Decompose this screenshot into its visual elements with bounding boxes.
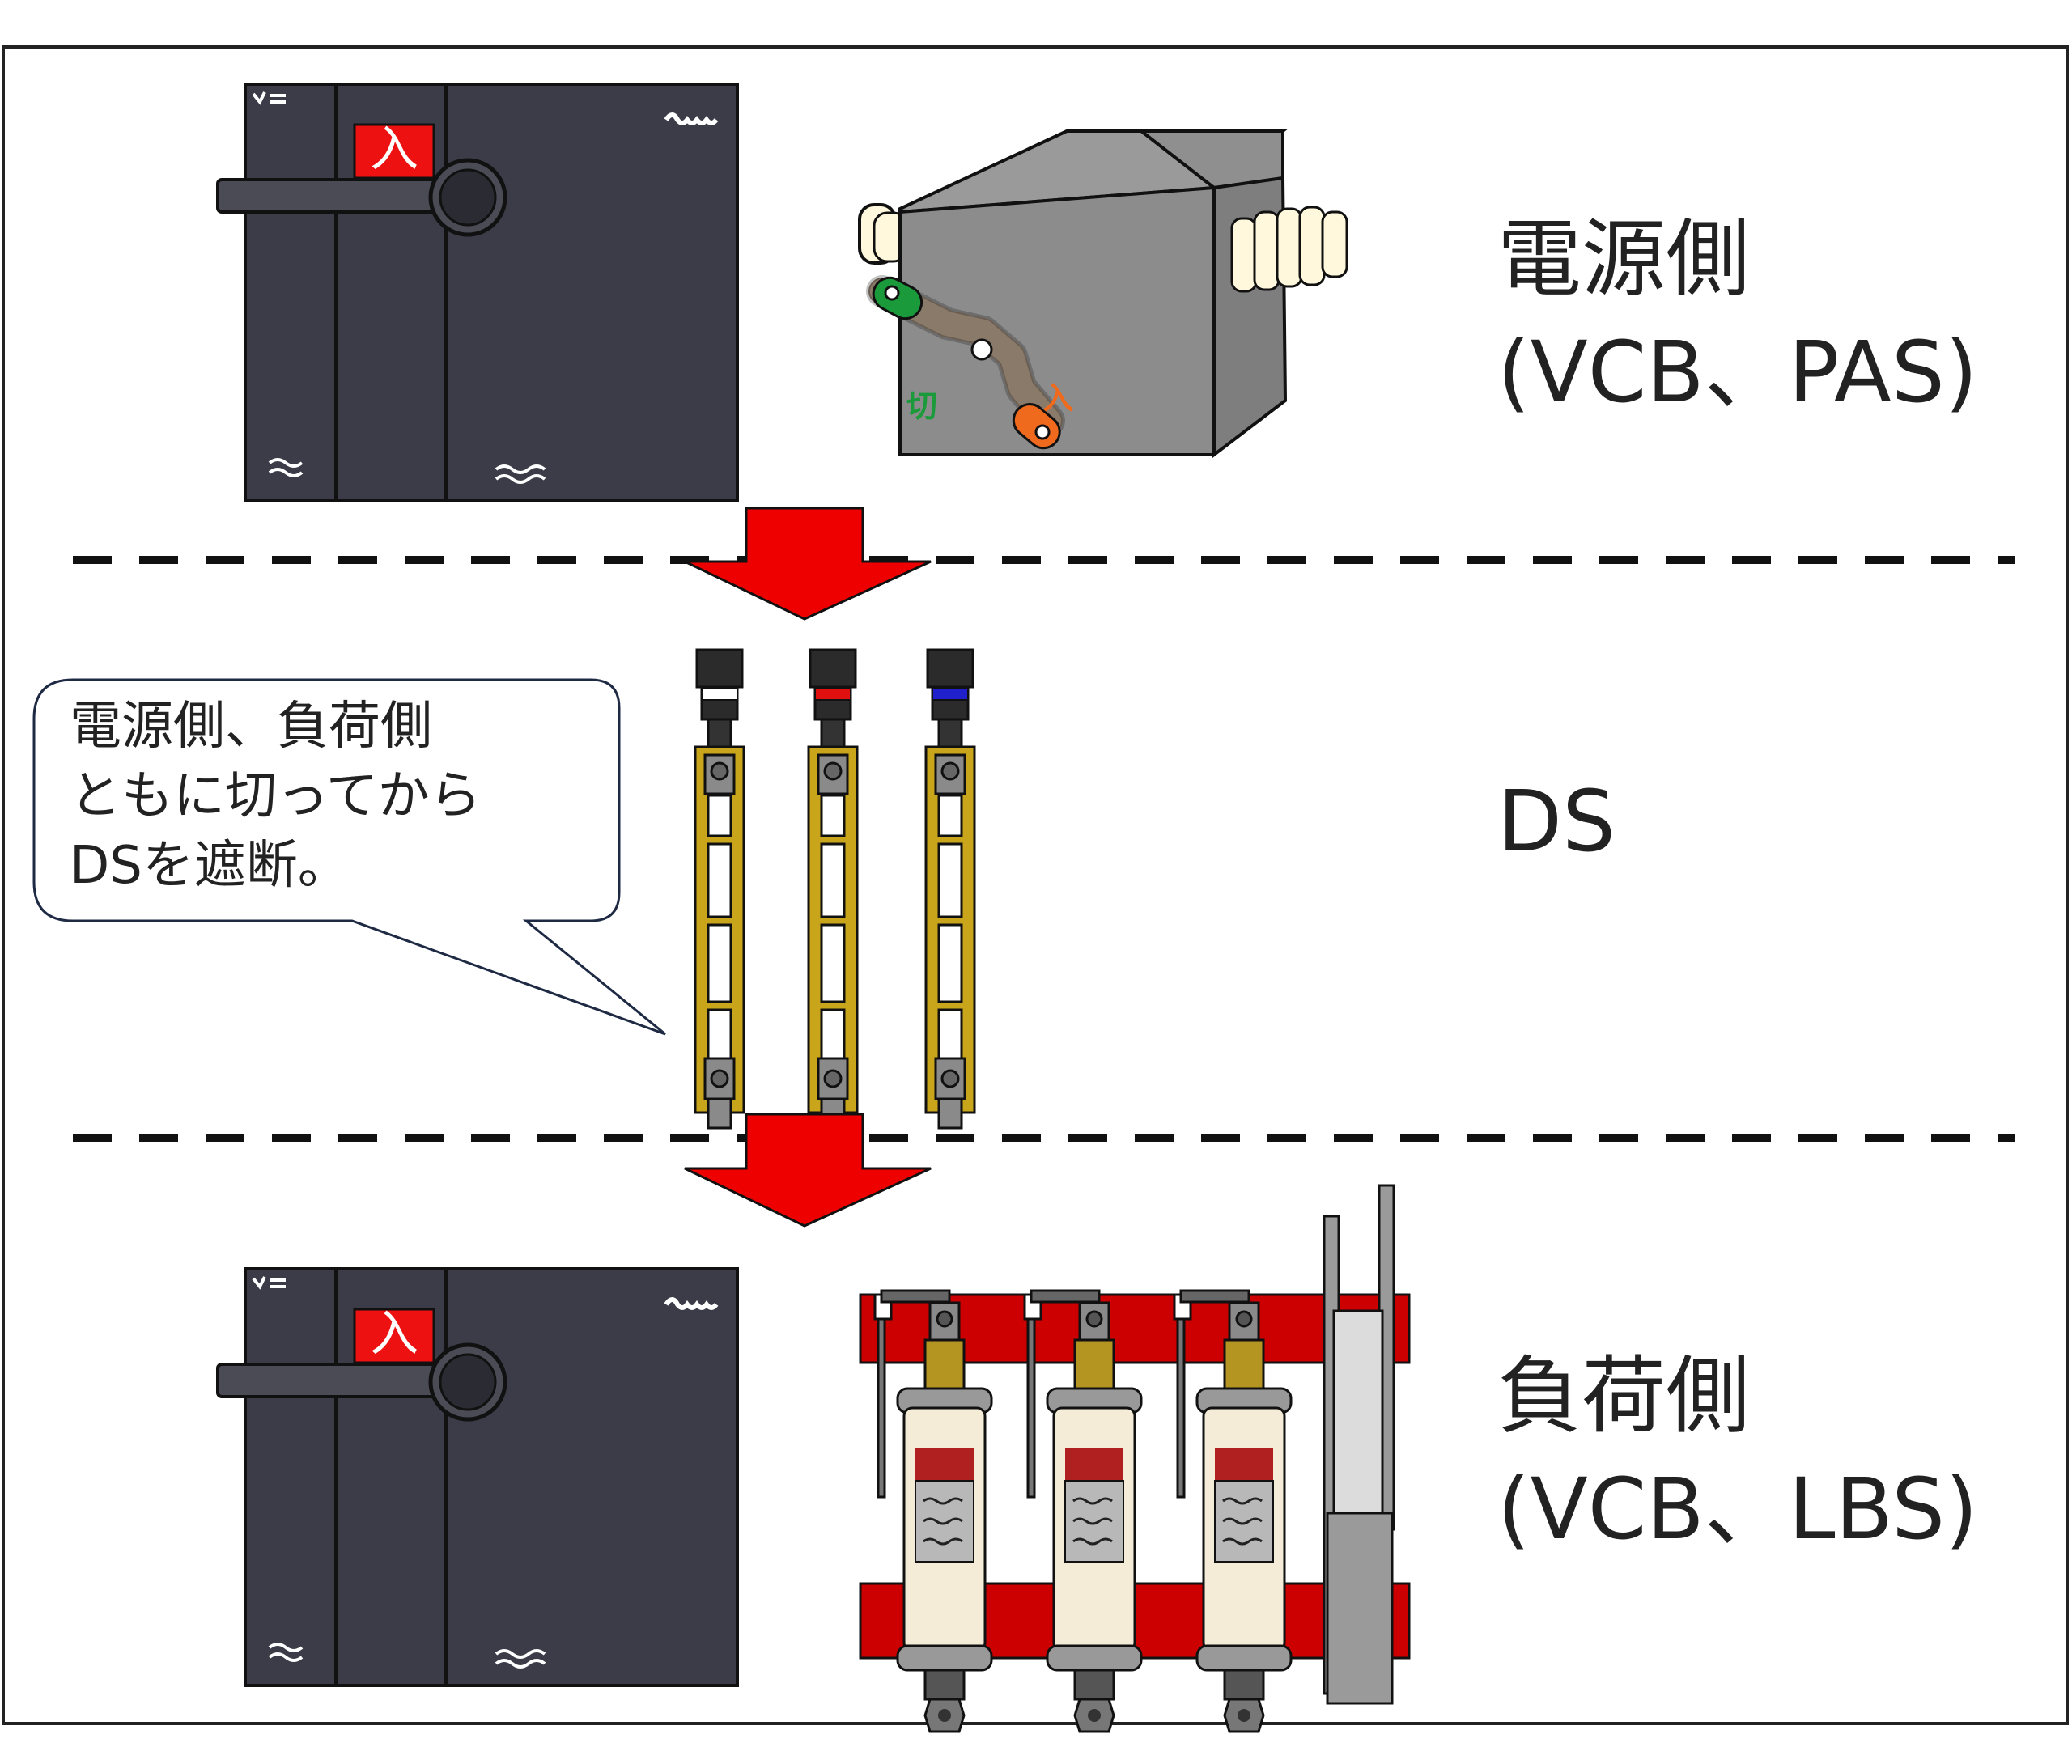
source-side-label: 電源側 (VCB、PAS) (1497, 202, 1977, 429)
load-side-title: 負荷側 (1497, 1346, 1751, 1445)
ds-mark-red (814, 688, 851, 701)
source-side-title: 電源側 (1497, 210, 1751, 308)
load-side-devices: (VCB、LBS) (1497, 1460, 1978, 1558)
on-badge-bottom: 入 (370, 1306, 418, 1363)
on-badge-top: 入 (370, 121, 418, 178)
outer-frame (2, 45, 2069, 1725)
callout-line-1: 電源側、負荷側 (70, 697, 432, 757)
ds-label: DS (1497, 772, 1616, 871)
callout-line-2: ともに切ってから (70, 766, 482, 826)
lbs-switch-icon (859, 1184, 1411, 1733)
ds-mark-white (701, 688, 738, 701)
pas-off-mark: 切 (906, 388, 937, 424)
pas-switch-icon: 切 入 (858, 129, 1348, 459)
flow-arrow-1 (684, 507, 932, 621)
flow-arrow-2 (684, 1113, 932, 1228)
ds-switch-icon-2 (807, 648, 859, 1130)
callout-text: 電源側、負荷側 ともに切ってから DSを遮断。 (70, 692, 588, 901)
ds-mark-blue (932, 688, 969, 701)
ds-switch-icon-1 (694, 648, 745, 1130)
vcb-panel-icon-bottom: 入 (218, 1269, 737, 1686)
ds-switch-icon-3 (924, 648, 976, 1130)
source-side-devices: (VCB、PAS) (1497, 323, 1978, 422)
callout-bubble (32, 678, 666, 1036)
callout-line-3: DSを遮断。 (70, 836, 350, 896)
load-side-label: 負荷側 (VCB、LBS) (1497, 1339, 1978, 1566)
vcb-panel-icon-top: 入 (218, 84, 737, 501)
pas-on-mark: 入 (1042, 380, 1073, 416)
